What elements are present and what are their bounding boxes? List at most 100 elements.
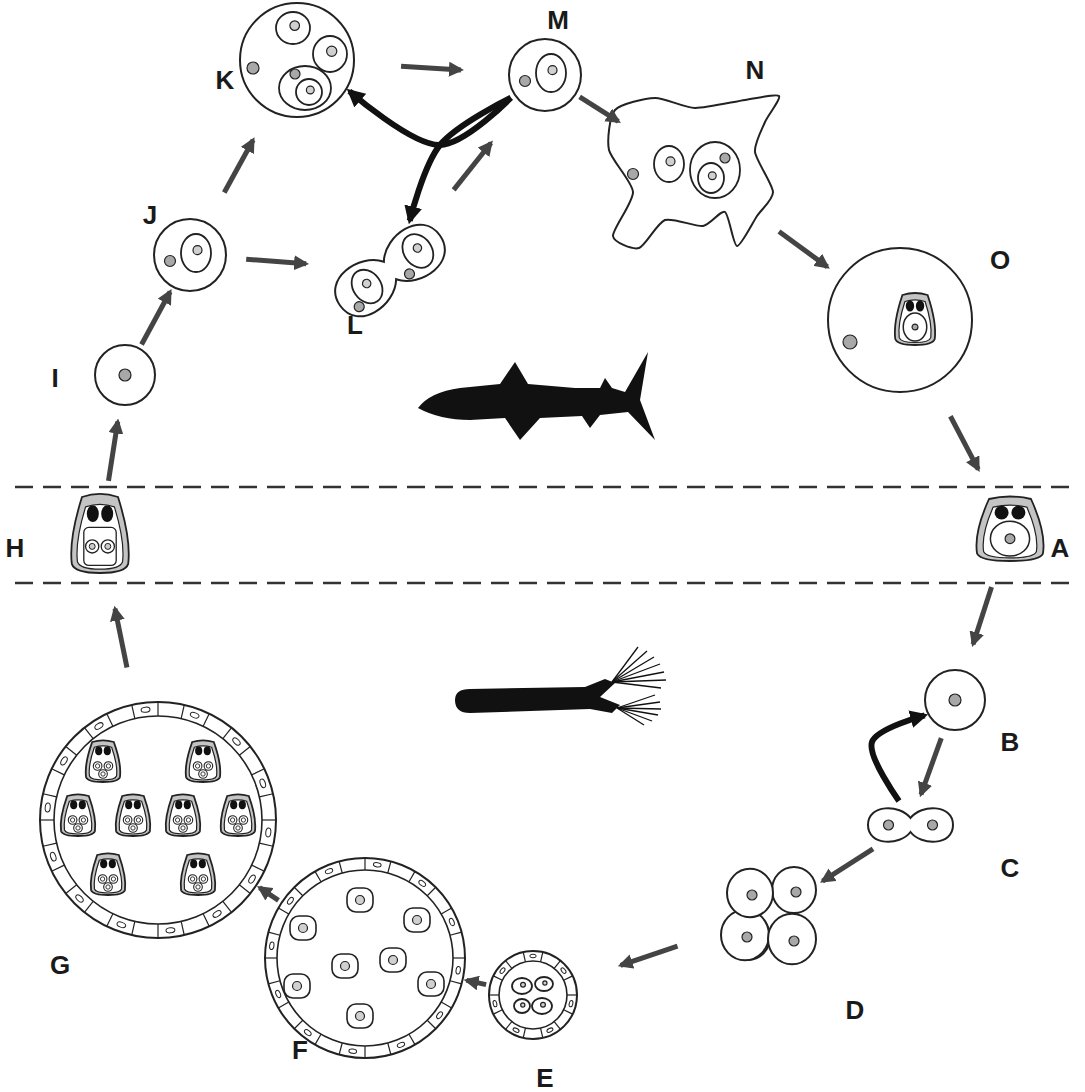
sporoplasm-cell (199, 875, 208, 884)
worm-silhouette (455, 647, 666, 725)
dividing-cell (868, 808, 953, 842)
nucleus (412, 242, 424, 254)
nucleus (742, 932, 752, 942)
stage-arrow (108, 422, 117, 481)
nucleus (290, 21, 300, 31)
wall-cell-border (388, 1043, 391, 1055)
nucleus (165, 256, 176, 267)
wall-cell-border (409, 1034, 415, 1044)
wall-nucleus (512, 1027, 519, 1033)
stage-drawing (95, 345, 155, 405)
stage-arrow (401, 66, 461, 70)
sporoplasm-cell (173, 816, 182, 825)
stage-arrow (950, 416, 978, 469)
wall-cell-border (66, 746, 77, 755)
sporoplasm (903, 313, 927, 341)
inner-cell (698, 163, 724, 193)
nucleus (186, 818, 190, 822)
wall-nucleus (166, 927, 175, 933)
wall-cell-border (294, 887, 302, 895)
sporoplasm-cell (134, 816, 143, 825)
wall-cell-border (157, 924, 158, 938)
spore-valve (86, 740, 121, 782)
nucleus (247, 62, 259, 74)
spore-interior (224, 800, 252, 834)
spore (895, 293, 935, 345)
polar-capsule (204, 746, 211, 755)
stage-drawing (828, 248, 972, 392)
wall-cell-border (252, 865, 265, 871)
stage-drawing (508, 38, 582, 112)
spore (86, 740, 121, 782)
stage-letter: G (50, 952, 70, 978)
polar-capsule (199, 859, 206, 868)
nucleus (628, 169, 639, 180)
stage-arrow (349, 91, 510, 145)
polar-capsule (916, 301, 924, 312)
polar-capsule (104, 746, 111, 755)
stage-letter: B (1001, 729, 1020, 755)
spore-interior (119, 800, 147, 834)
wall-cell-border (52, 865, 65, 871)
wall-nucleus (286, 896, 294, 905)
wall-cell-border (181, 705, 184, 719)
gill-filament (612, 664, 660, 682)
cell-membrane (240, 3, 354, 117)
sporoplasm-cell (239, 816, 248, 825)
life-cycle-stage: N (605, 90, 785, 250)
sporoplasm-cell (109, 875, 118, 884)
spore (71, 494, 129, 573)
fish-silhouette (418, 352, 655, 440)
spore-valve (186, 740, 221, 782)
worm-gills (612, 647, 666, 725)
wall-cell-border (52, 769, 65, 775)
wall-nucleus (59, 756, 68, 766)
inner-cell (514, 999, 530, 1013)
gill-filament (617, 708, 644, 725)
wall-cell-border (506, 1022, 512, 1030)
inner-cell (345, 263, 389, 309)
polar-capsule (230, 800, 237, 809)
pansporoblast-cell (380, 948, 406, 972)
nucleus (175, 818, 179, 822)
nucleus (241, 818, 245, 822)
wall-cell-border (43, 794, 57, 797)
inner-cell (536, 54, 566, 92)
sporoplasm-cell (123, 816, 132, 825)
dividing-cell (325, 214, 454, 326)
nucleus (403, 266, 417, 280)
spore (91, 853, 126, 895)
wall-cell-border (450, 932, 462, 935)
wall-cell-border (489, 994, 499, 995)
nucleus (195, 764, 199, 768)
polar-capsule (101, 505, 113, 522)
nucleus (95, 764, 99, 768)
wall-cell-border (259, 794, 273, 797)
wall-cell-border (493, 976, 502, 980)
wall-cell-border (157, 702, 158, 716)
stage-arrow (142, 292, 171, 345)
wall-cell-border (268, 932, 280, 935)
wall-nucleus (569, 1000, 574, 1007)
pansporoblast-cell (332, 954, 358, 978)
inner-cell (296, 79, 322, 105)
wall-nucleus (269, 942, 274, 950)
polar-capsule (95, 746, 102, 755)
nucleus (521, 1003, 525, 1007)
wall-nucleus (560, 967, 567, 974)
wall-cell-border (294, 1020, 302, 1028)
stage-letter: F (292, 1037, 308, 1063)
polar-capsule (87, 505, 99, 522)
stage-drawing (925, 670, 985, 730)
spore-interior (983, 505, 1037, 558)
stage-drawing (70, 497, 130, 573)
polar-capsule (70, 800, 77, 809)
nucleus (789, 936, 799, 946)
stage-arrow (410, 98, 511, 221)
cyst-lumen (54, 716, 262, 924)
spore-valve (221, 794, 256, 836)
stage-drawing (975, 499, 1045, 561)
host-divider (15, 582, 1075, 585)
